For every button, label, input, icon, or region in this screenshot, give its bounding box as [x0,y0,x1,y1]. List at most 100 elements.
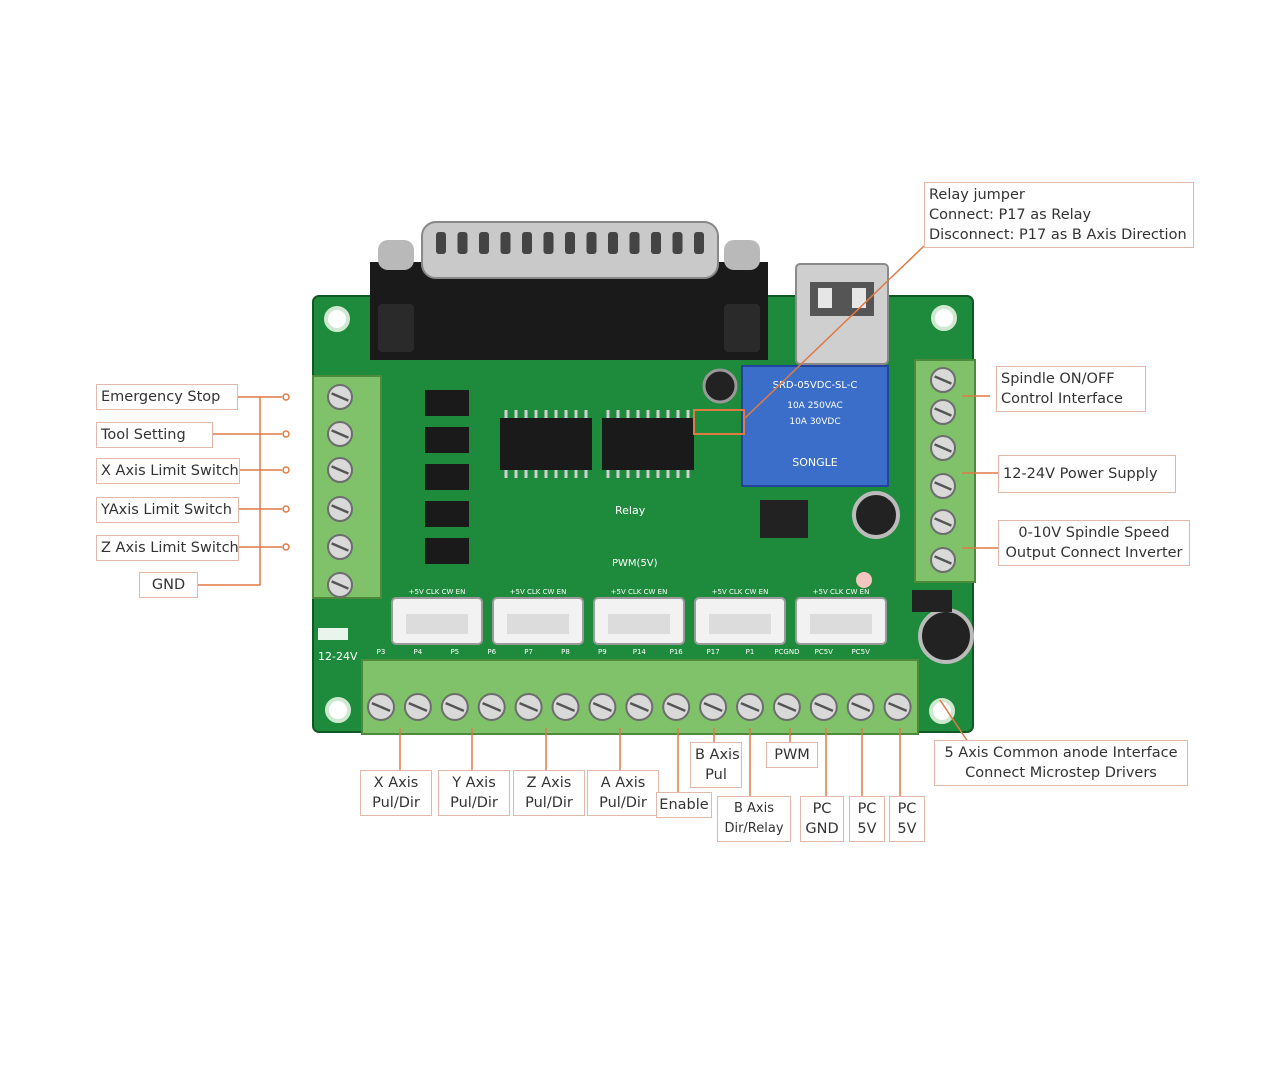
label-x-limit: X Axis Limit Switch [96,458,240,484]
b-dir-line2: Dir/Relay [724,821,784,836]
relay-jumper-line2: Connect: P17 as Relay [929,207,1092,223]
bottom-pin-label: P14 [633,648,647,656]
label-b-axis-dir: B Axis Dir/Relay [717,796,791,842]
speed-line1: 0-10V Spindle Speed [1018,525,1170,541]
label-y-axis: Y Axis Pul/Dir [438,770,510,816]
z-axis-line2: Pul/Dir [525,795,573,811]
db25-pin [522,232,532,254]
a-axis-line1: A Axis [600,775,646,791]
silk-12v: 12-24V [318,650,358,663]
label-pwm: PWM [766,742,818,768]
capacitor [856,572,872,588]
terminal-screw [327,457,353,483]
terminal-screw [551,693,580,721]
silk-pwm: PWM(5V) [612,558,658,569]
mounting-hole [324,306,350,332]
db25-pin [436,232,446,254]
relay-brand-text: SONGLE [792,456,838,469]
speed-line2: Output Connect Inverter [1005,545,1183,561]
db25-pin [629,232,640,254]
left-terminal-block [312,375,382,599]
terminal-screw [930,367,956,393]
x-axis-line2: Pul/Dir [372,795,420,811]
bottom-pin-label: P8 [561,648,570,656]
ic-chip [602,418,694,470]
db25-pin [586,232,597,254]
bottom-pin-label: PC5V [815,648,834,656]
relay-rating-text: 10A 30VDC [789,417,840,427]
db25-pin [479,232,489,254]
relay-jumper-highlight [693,409,745,435]
capacitor [852,491,900,539]
b-pul-line1: B Axis [695,747,740,763]
anode-line1: 5 Axis Common anode Interface [944,745,1178,761]
bottom-pin-label: P5 [450,648,459,656]
label-common-anode: 5 Axis Common anode Interface Connect Mi… [934,740,1188,786]
label-gnd: GND [139,572,198,598]
relay-model-text: SRD-05VDC-SL-C [773,380,858,391]
terminal-screw [809,693,838,721]
b-pul-line2: Pul [705,767,727,783]
capacitor [918,608,974,664]
header-pin-labels: +5V CLK CW EN [510,588,567,596]
label-z-limit: Z Axis Limit Switch [96,535,239,561]
db25-pin [672,232,683,254]
relay-rating-text: 10A 250VAC [787,401,843,411]
pc-5v-1-line2: 5V [857,821,877,837]
label-enable: Enable [656,792,712,818]
driver-header-socket [608,614,670,634]
header-pin-labels: +5V CLK CW EN [409,588,466,596]
db25-pin [565,232,575,254]
b-dir-line1: B Axis [733,801,775,816]
anode-line2: Connect Microstep Drivers [965,765,1157,781]
terminal-screw [514,693,543,721]
terminal-screw [930,435,956,461]
terminal-screw [403,693,432,721]
header-pin-labels: +5V CLK CW EN [611,588,668,596]
mounting-hole [929,698,955,724]
terminal-screw [662,693,691,721]
usb-connector [795,263,889,365]
label-pc-5v-2: PC 5V [889,796,925,842]
driver-header-socket [709,614,771,634]
spindle-line1: Spindle ON/OFF [1001,371,1115,387]
terminal-screw [327,534,353,560]
bottom-pin-label: P7 [524,648,533,656]
pc-5v-2-line2: 5V [897,821,917,837]
label-relay-jumper: Relay jumper Connect: P17 as Relay Disco… [924,182,1194,248]
bottom-pin-label: PCGND [774,648,799,656]
relay-jumper-line1: Relay jumper [929,187,1025,203]
bottom-pin-label: PC5V [852,648,871,656]
relay-jumper-line3: Disconnect: P17 as B Axis Direction [929,227,1187,243]
driver-header-socket [406,614,468,634]
terminal-screw [367,693,395,721]
pc-5v-1-line1: PC [857,801,877,817]
terminal-screw [772,693,801,721]
z-axis-line1: Z Axis [526,775,572,791]
label-x-axis: X Axis Pul/Dir [360,770,432,816]
a-axis-line2: Pul/Dir [599,795,647,811]
terminal-screw [625,693,654,721]
label-power-supply: 12-24V Power Supply [998,455,1176,493]
label-z-axis: Z Axis Pul/Dir [513,770,585,816]
header-pin-labels: +5V CLK CW EN [712,588,769,596]
ic-chip [500,418,592,470]
capacitor [702,368,738,404]
x-axis-line1: X Axis [373,775,419,791]
db25-pin [694,232,704,254]
bottom-pin-label: P16 [670,648,684,656]
terminal-screw [883,693,912,721]
db25-pin [457,232,468,254]
bottom-pin-label: P6 [487,648,496,656]
terminal-screw [846,693,875,721]
terminal-screw [477,693,506,721]
header-pin-labels: +5V CLK CW EN [813,588,870,596]
pc-gnd-line1: PC [812,801,832,817]
db25-pin [651,232,661,254]
label-y-limit: YAxis Limit Switch [96,497,239,523]
terminal-screw [327,496,353,522]
terminal-screw [440,693,469,721]
